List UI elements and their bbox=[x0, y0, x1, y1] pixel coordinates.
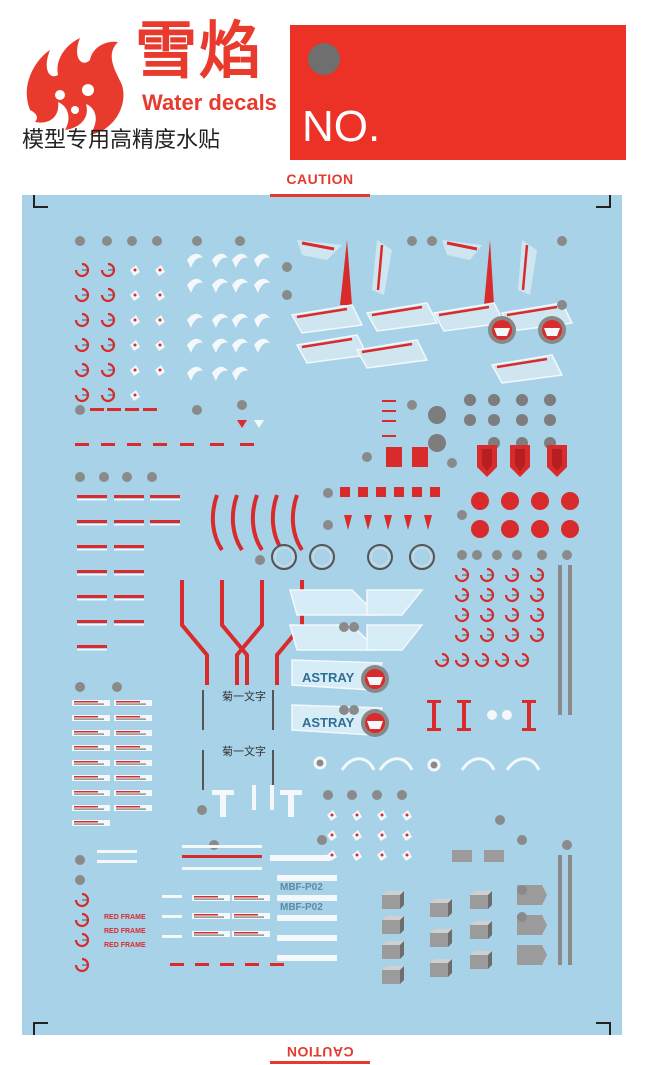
astray-panel-decals: ASTRAY ASTRAY bbox=[289, 589, 424, 737]
caution-bottom-label: CAUTION bbox=[270, 1037, 370, 1064]
caution-top-text: CAUTION bbox=[286, 171, 354, 187]
red-frame-label-2: RED FRAME bbox=[104, 928, 146, 935]
brand-name-english: Water decals bbox=[142, 90, 277, 115]
kanji-decals: 菊一文字 菊一文字 bbox=[202, 689, 274, 790]
caution-top-label: CAUTION bbox=[270, 170, 370, 197]
brand-name-chinese: 雪焰 bbox=[135, 14, 264, 87]
red-shield-decals bbox=[362, 445, 567, 477]
tiny-glyph-decals bbox=[327, 810, 412, 861]
wing-panel-decals bbox=[282, 236, 574, 385]
red-tick-decals bbox=[75, 400, 396, 446]
astray-label-2: ASTRAY bbox=[302, 715, 355, 730]
grey-dot-icon bbox=[308, 43, 340, 75]
tagline: 模型专用高精度水贴 bbox=[22, 128, 221, 153]
corner-brackets bbox=[33, 195, 611, 1035]
decal-sheet: ASTRAY ASTRAY bbox=[22, 195, 622, 1035]
flame-logo-icon bbox=[26, 38, 124, 135]
grey-block-decals bbox=[382, 815, 572, 984]
white-fang-decals bbox=[187, 236, 270, 381]
astray-label-1: ASTRAY bbox=[302, 670, 355, 685]
kanji-label-1: 菊一文字 bbox=[222, 689, 266, 703]
sphere-decals bbox=[407, 394, 556, 452]
red-frame-label-3: RED FRAME bbox=[104, 942, 146, 949]
red-bracket-decals bbox=[427, 700, 536, 731]
header: 雪焰 Water decals 模型专用高精度水贴 NO. bbox=[0, 0, 645, 170]
decal-artwork: ASTRAY ASTRAY bbox=[33, 195, 611, 1035]
red-swoosh-decals bbox=[180, 494, 304, 685]
small-label-decals bbox=[75, 472, 180, 651]
connector-decals bbox=[197, 785, 407, 845]
caution-bottom-text: CAUTION bbox=[286, 1044, 354, 1060]
gray-bar-decals: MBF-P02 MBF-P02 bbox=[182, 840, 337, 961]
label-row-decals bbox=[72, 682, 152, 826]
mbf-label-1: MBF-P02 bbox=[280, 882, 323, 893]
red-glyph-decals bbox=[434, 565, 572, 715]
red-square-decals bbox=[323, 487, 579, 538]
arch-decals bbox=[313, 756, 541, 772]
red-frame-decals: RED FRAME RED FRAME RED FRAME bbox=[74, 850, 284, 973]
mbf-label-2: MBF-P02 bbox=[280, 902, 323, 913]
red-frame-label-1: RED FRAME bbox=[104, 914, 146, 921]
kanji-label-2: 菊一文字 bbox=[222, 744, 266, 758]
number-panel: NO. bbox=[290, 25, 626, 160]
numbered-hook-decals bbox=[74, 236, 165, 403]
number-label: NO. bbox=[302, 102, 381, 151]
